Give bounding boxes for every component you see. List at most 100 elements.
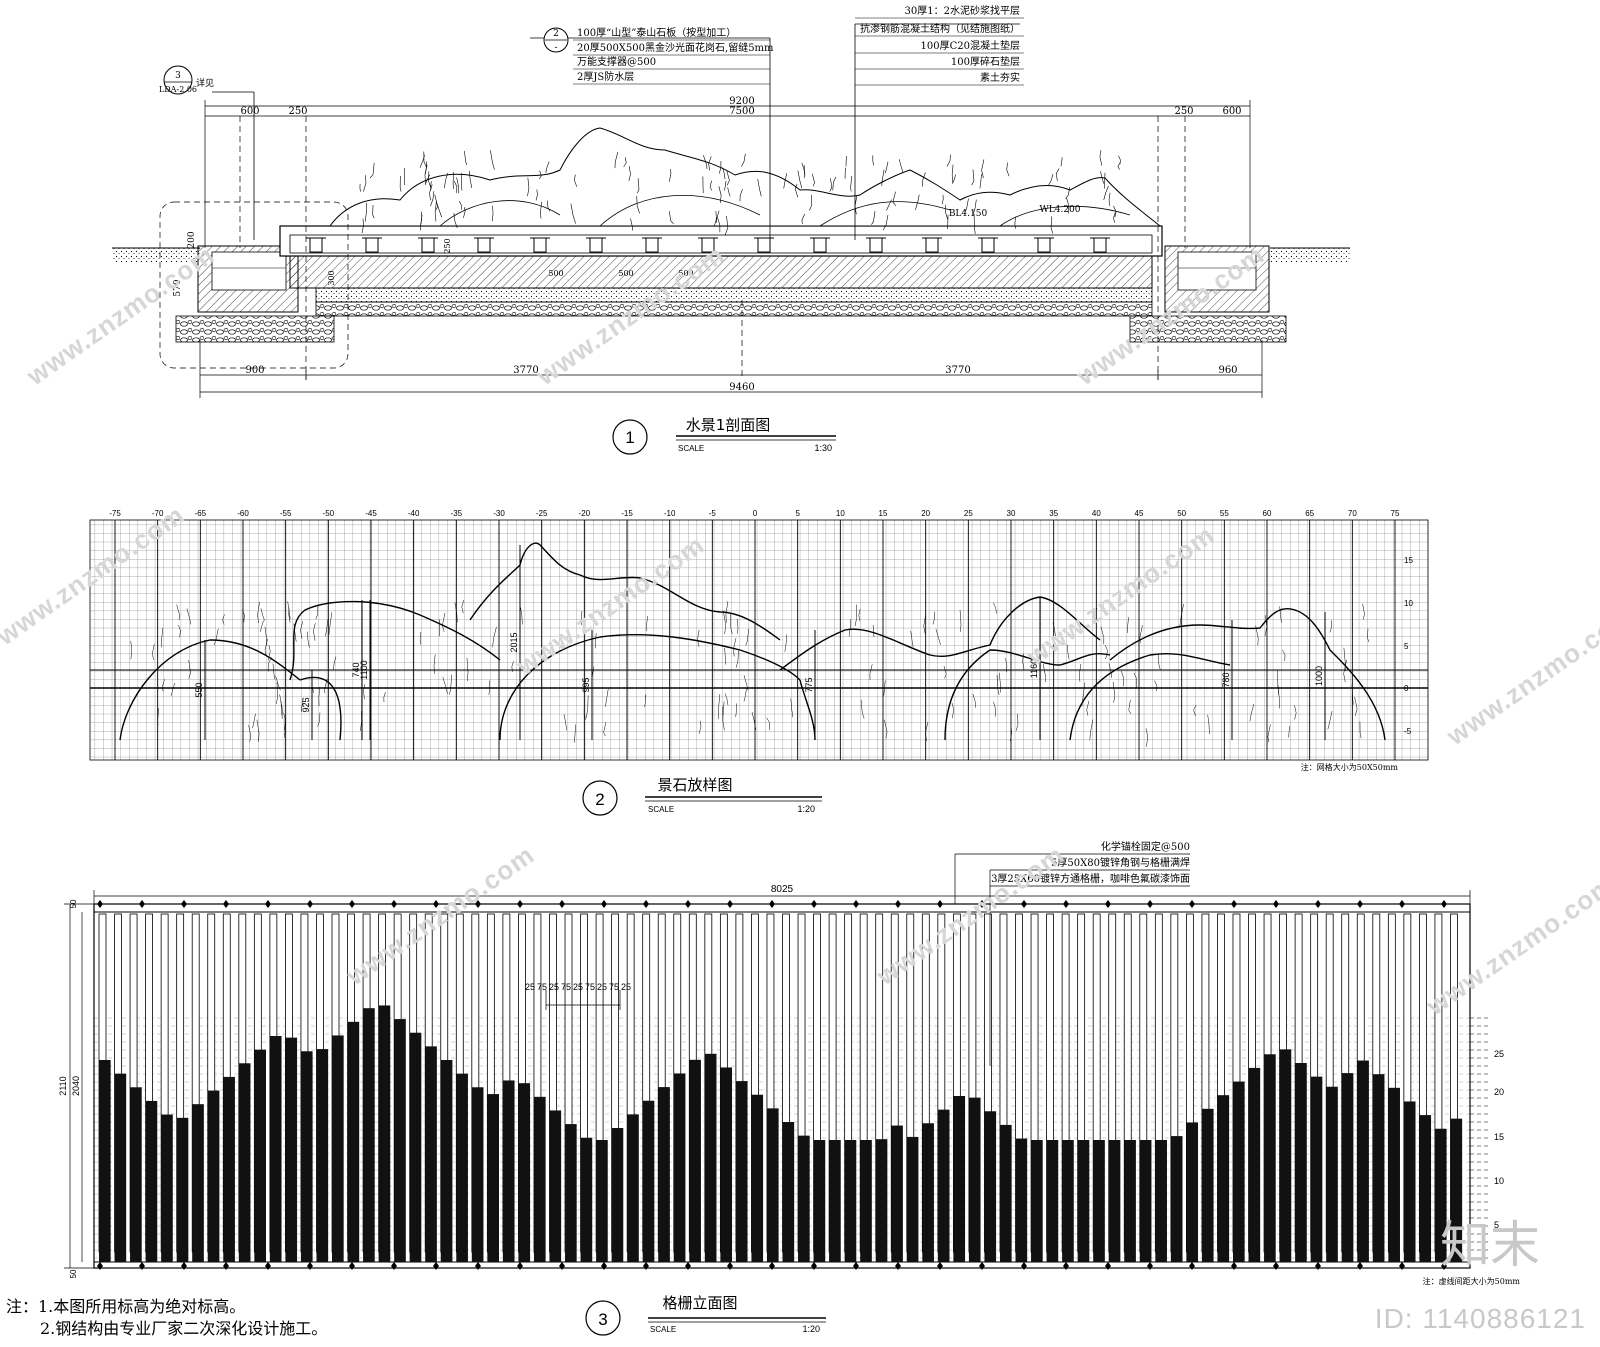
- rock-texture: [1121, 670, 1124, 687]
- rock-texture: [858, 608, 861, 622]
- y-tick-label: 5: [1404, 642, 1409, 651]
- rock-texture: [794, 183, 799, 198]
- grille-bar-lower: [673, 1073, 686, 1262]
- rock-texture: [886, 199, 892, 211]
- rock-texture: [1100, 626, 1105, 645]
- section-1-number-circle: [612, 419, 648, 455]
- layer-left-2: 20厚500X500黑金沙光面花岗石,留缝5mm: [577, 41, 774, 54]
- rock-texture: [1267, 724, 1271, 743]
- grille-side-50-bottom: 50: [69, 1269, 78, 1278]
- rock-texture: [333, 656, 337, 671]
- grille-bar-lower: [192, 1104, 204, 1262]
- rock-texture: [1207, 714, 1210, 735]
- anchor-mark: [811, 1262, 817, 1270]
- rock-texture: [444, 172, 449, 189]
- rock-texture: [1108, 663, 1112, 678]
- anchor-mark: [1189, 1262, 1195, 1270]
- anchor-mark: [307, 900, 313, 908]
- grille-bar-lower: [1046, 1140, 1059, 1262]
- detail-callout-3[interactable]: [163, 65, 193, 95]
- dim-top-9200: 9200: [729, 96, 754, 107]
- rock-texture: [293, 623, 297, 642]
- rock-texture: [1359, 721, 1362, 739]
- rock-texture: [1048, 174, 1054, 186]
- section-3-number-circle: [585, 1300, 621, 1336]
- rock-texture: [946, 154, 951, 167]
- layer-left-1: 100厚“山型”泰山石板（按型加工）: [577, 26, 736, 39]
- rock-texture: [1128, 699, 1131, 715]
- dim-side-200: 200: [187, 231, 197, 248]
- rock-texture: [1067, 644, 1070, 660]
- grille-bar-lower: [1279, 1049, 1292, 1262]
- anchor-mark: [811, 900, 817, 908]
- rock-texture: [829, 178, 833, 192]
- rock-texture: [466, 657, 469, 682]
- anchor-mark: [559, 900, 565, 908]
- grille-bar-lower: [798, 1135, 810, 1262]
- anchor-mark: [349, 900, 355, 908]
- layer-right-5: 素土夯实: [980, 71, 1020, 84]
- grille-bar-lower: [627, 1114, 639, 1262]
- dim-bottom-3770-left: 3770: [513, 365, 538, 376]
- rock-texture: [1108, 192, 1111, 206]
- rock-texture: [1015, 713, 1019, 731]
- rock-texture: [922, 172, 926, 187]
- y-tick-label: -5: [1404, 727, 1412, 736]
- rock-texture: [372, 205, 375, 219]
- rock-texture: [981, 159, 985, 179]
- section-1-title: 水景1剖面图: [686, 416, 771, 434]
- rock-texture: [745, 628, 749, 646]
- rock-texture: [490, 150, 495, 170]
- rock-texture: [637, 178, 640, 194]
- section-3-scale: 1:20: [802, 1324, 820, 1334]
- section-3-number: 3: [598, 1310, 607, 1329]
- dim-bottom-9460: 9460: [729, 382, 754, 393]
- anchor-mark: [727, 900, 733, 908]
- grille-bar-lower: [1264, 1054, 1276, 1262]
- grille-bar-lower: [1326, 1086, 1338, 1262]
- rock-texture: [941, 194, 944, 205]
- rock-texture: [424, 174, 430, 186]
- rock-texture: [488, 680, 490, 695]
- rock-texture: [573, 174, 578, 187]
- rock-texture: [1113, 212, 1116, 223]
- grille-bar-lower: [1201, 1108, 1214, 1262]
- rock-texture: [735, 703, 737, 718]
- grille-bar-lower: [751, 1094, 764, 1262]
- rock-texture: [1279, 606, 1282, 623]
- grille-bar-lower: [1295, 1063, 1307, 1262]
- rock-texture: [733, 638, 737, 657]
- grille-bar-lower: [502, 1080, 515, 1262]
- rock-texture: [458, 200, 462, 210]
- rock-texture: [935, 628, 941, 645]
- rock-texture: [492, 626, 497, 648]
- grille-bar-lower: [1139, 1140, 1152, 1262]
- rock-texture: [801, 162, 806, 176]
- rock-texture: [1288, 726, 1290, 738]
- rock-texture: [719, 160, 722, 174]
- rock-texture: [248, 725, 252, 742]
- grille-bar-lower: [720, 1067, 733, 1262]
- level-bl: BL4.150: [949, 209, 988, 219]
- dim-top-7500: 7500: [729, 106, 754, 117]
- anchor-mark: [181, 1262, 187, 1270]
- rock-texture: [628, 166, 631, 181]
- grille-bar-lower: [363, 1008, 375, 1262]
- rock-texture: [324, 678, 328, 694]
- rock-texture: [453, 180, 458, 193]
- height-label: 995: [581, 677, 591, 692]
- rock-texture: [614, 151, 619, 169]
- rock-texture: [1354, 696, 1358, 716]
- inner-dim-2: 500: [618, 269, 633, 278]
- anchor-mark: [979, 900, 985, 908]
- layer-right-1: 30厚1：2水泥砂浆找平层: [905, 4, 1020, 17]
- grille-bar-lower: [1170, 1136, 1183, 1262]
- callout-3-num: 3: [175, 71, 181, 81]
- grille-bar-lower: [766, 1108, 779, 1262]
- grille-bar-lower: [223, 1076, 235, 1262]
- rock-texture: [801, 213, 805, 224]
- anchor-mark: [1063, 1262, 1069, 1270]
- rock-texture: [724, 215, 729, 236]
- rock-texture: [809, 194, 813, 211]
- rock-texture: [1277, 684, 1280, 709]
